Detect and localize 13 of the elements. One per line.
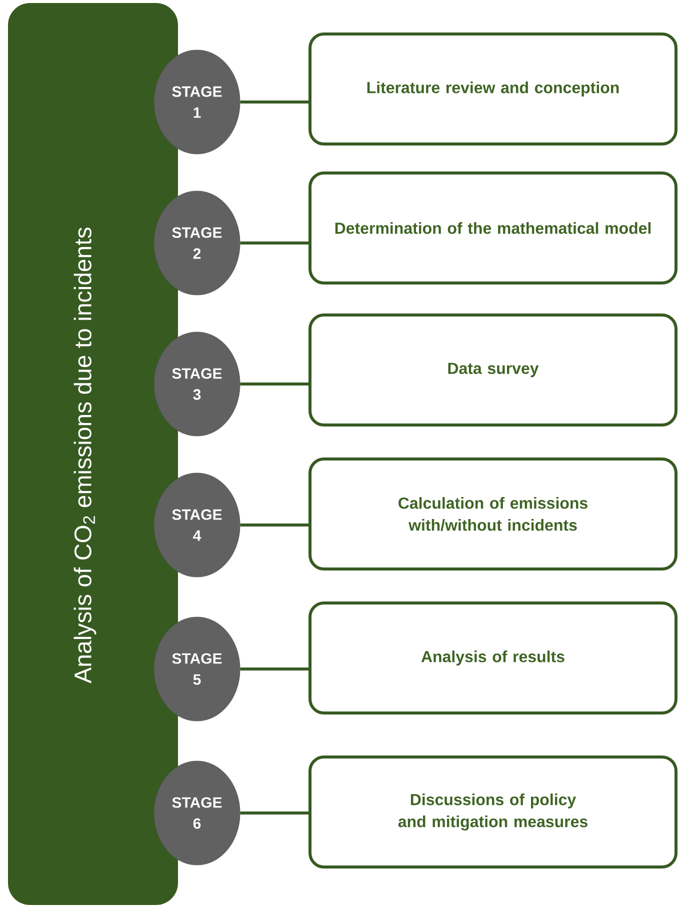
step-box: Literature review and conception (308, 32, 678, 146)
connector-line (240, 382, 308, 386)
connector-line (240, 242, 308, 244)
vertical-title: Analysis of CO$_{2}$ emissions due to incidents (74, 228, 96, 684)
connector-line (240, 100, 308, 104)
connector-line (240, 524, 308, 526)
step-box: Determination of the mathematical model (308, 172, 678, 284)
step-box: Calculation of emissions with/without incidents (308, 458, 678, 570)
step-box: Analysis of results (308, 602, 678, 714)
connector-line (240, 668, 308, 670)
connector-line (240, 812, 308, 814)
step-box: Discussions of policy and mitigation measures (308, 756, 678, 868)
step-box: Data survey (308, 314, 678, 426)
